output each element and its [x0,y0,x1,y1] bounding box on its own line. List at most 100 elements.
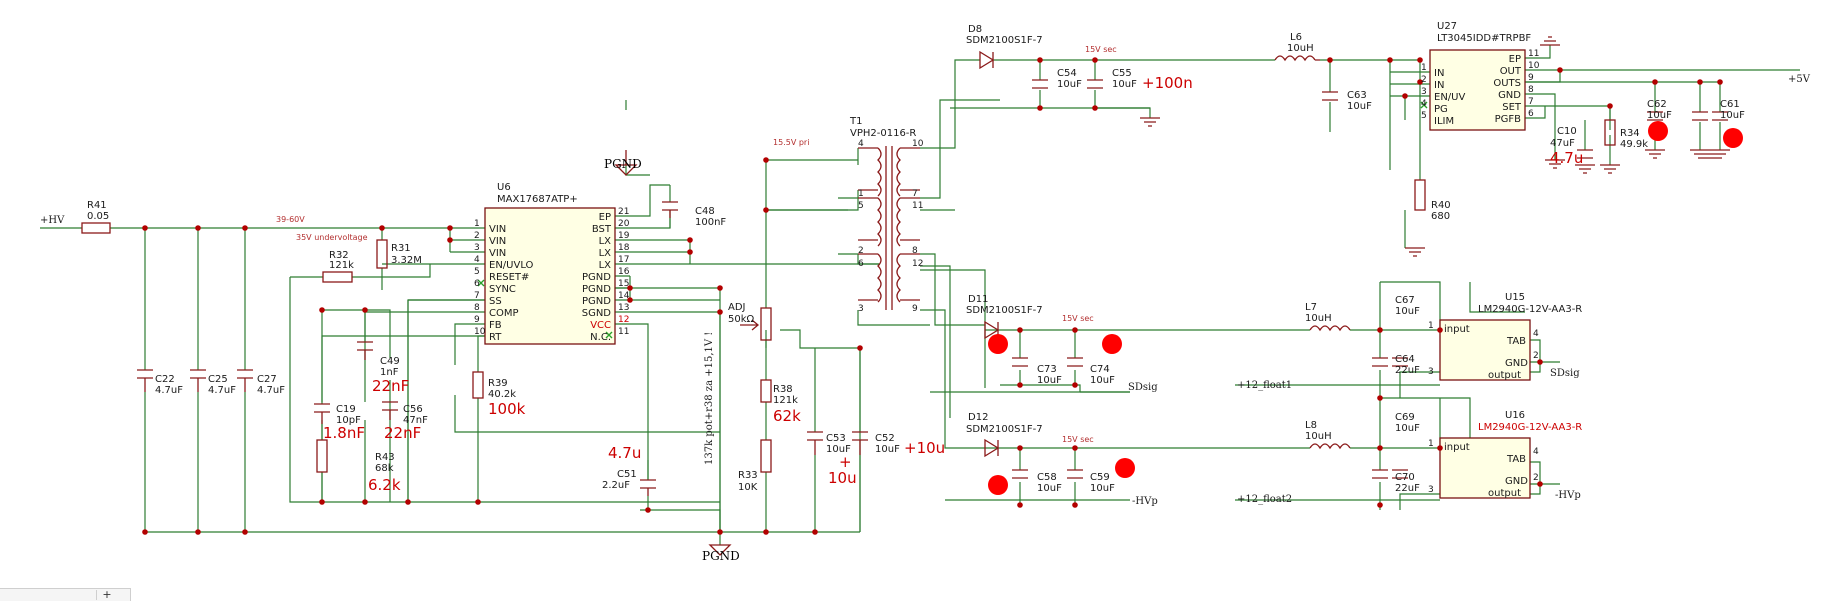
d11-ref: D11 [968,294,988,305]
junction-dot [627,285,633,291]
t1-pin-3: 3 [858,304,864,314]
r32-resistor [322,271,353,283]
red-marker [1115,458,1135,478]
r40-val: 680 [1431,211,1450,222]
junction-dot [687,237,693,243]
u6-pin-no-13: 13 [618,303,629,313]
u15-output: output [1488,370,1521,381]
u6-pin-name-10: RT [489,332,502,343]
junction-dot [242,529,248,535]
l7-inductor [1309,325,1351,332]
c56-val: 47nF [403,415,428,426]
u6-pin-no-11: 11 [618,327,629,337]
u16-chip [1439,437,1531,499]
u6-pin-name-19: LX [599,236,612,247]
c48-ref: C48 [695,206,715,217]
u16-pin-1: 1 [1428,439,1434,449]
u27-pin-no-11: 11 [1528,49,1539,59]
u6-pin-name-3: VIN [489,248,506,259]
c55-ref: C55 [1112,68,1132,79]
junction-dot [1717,79,1723,85]
junction-dot [362,499,368,505]
junction-dot [1017,327,1023,333]
u6-pin-name-18: LX [599,248,612,259]
junction-dot [627,297,633,303]
junction-dot [1537,359,1543,365]
u15-pin-2: 2 [1533,351,1539,361]
t1-pin-12: 12 [912,259,923,269]
net-5v: +5V [1788,74,1811,85]
c49-ref: C49 [380,356,400,367]
l6-val: 10uH [1287,43,1314,54]
c59-ref: C59 [1090,472,1110,483]
d8-ref: D8 [968,24,982,35]
junction-dot [1377,502,1383,508]
u6-pin-no-3: 3 [474,243,480,253]
junction-dot [1377,445,1383,451]
junction-dot [1537,481,1543,487]
junction-dot [687,249,693,255]
u6-pin-no-19: 19 [618,231,630,241]
u6-pin-name-16: PGND [582,272,611,283]
u6-pin-name-15: PGND [582,284,611,295]
undervoltage-note: 35V undervoltage [296,233,368,242]
d11-val: SDM2100S1F-7 [966,305,1043,316]
c53-note: 10u [828,469,857,487]
adj-val: 50kΩ [728,314,755,325]
junction-dot [1697,79,1703,85]
u6-pin-no-2: 2 [474,231,480,241]
c19-note: 1.8nF [323,424,365,442]
u6-pin-name-4: EN/UVLO [489,260,534,271]
junction-dot [1092,57,1098,63]
r38-resistor [760,379,772,403]
u27-pin-no-4: 4 [1421,99,1427,109]
c61-ref: C61 [1720,99,1740,110]
r41-ref: R41 [87,200,107,211]
u27-pin-no-7: 7 [1528,97,1534,107]
c10-note: 4.7u [1550,149,1583,167]
u6-pin-name-2: VIN [489,236,506,247]
c52-val: 10uF [875,444,900,455]
vertical-note: 137k pot+r38 za +15,1V ! [704,332,715,465]
junction-dot [405,499,411,505]
u6-pin-name-12: VCC [590,320,611,331]
junction-dot [379,225,385,231]
u27-pin-no-2: 2 [1421,75,1427,85]
u16-ref: U16 [1505,410,1525,421]
u15-input: input [1444,324,1470,335]
junction-dot [1327,57,1333,63]
u6-pin-name-17: LX [599,260,612,271]
u6-pin-name-5: RESET# [489,272,529,283]
c19-val: 10pF [336,415,361,426]
sec1-label: 15V sec [1085,45,1117,54]
sec2-label: 15V sec [1062,314,1094,323]
c70-ref: C70 [1395,472,1415,483]
add-sheet-button[interactable]: + [96,589,117,600]
red-marker [1648,121,1668,141]
u27-pin-name-7: SET [1502,102,1522,113]
r34-resistor [1604,119,1616,146]
u16-input: input [1444,442,1470,453]
u6-pin-name-11: N.C. [590,332,611,343]
u6-pin-name-7: SS [489,296,502,307]
u6-chip [484,207,616,345]
u15-pin-4: 4 [1533,329,1539,339]
r40-ref: R40 [1431,200,1451,211]
r34-val: 49.9k [1620,139,1648,150]
junction-dot [1417,79,1423,85]
red-markers [988,121,1743,495]
sec3-label: 15V sec [1062,435,1094,444]
junction-dot [447,225,453,231]
net-float1: +12_float1 [1237,380,1292,391]
r39-val: 40.2k [488,389,516,400]
r43-ref: R43 [375,452,395,463]
c48-val: 100nF [695,217,726,228]
junction-dot [1652,79,1658,85]
u16-pin-2: 2 [1533,473,1539,483]
u6-pin-no-17: 17 [618,255,629,265]
junction-dot [447,237,453,243]
u27-ref: U27 [1437,21,1457,32]
red-marker [1723,128,1743,148]
